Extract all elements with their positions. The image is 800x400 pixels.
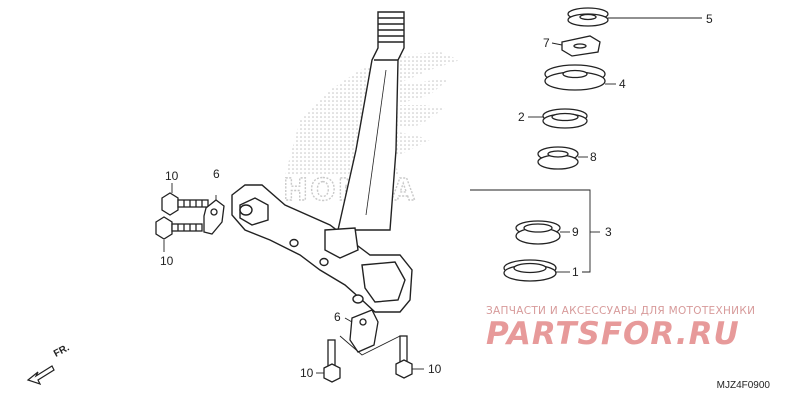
left-bolts	[155, 192, 225, 240]
callout-2: 2	[518, 110, 525, 124]
watermark-banner: ЗАПЧАСТИ И АКСЕССУАРЫ ДЛЯ МОТОТЕХНИКИ	[486, 305, 756, 317]
front-arrow-icon	[26, 365, 55, 386]
callout-10-upper-bolt: 10	[165, 169, 179, 183]
bearing-stack	[503, 7, 609, 282]
callout-5: 5	[706, 12, 713, 26]
callout-6-plate: 6	[334, 310, 341, 324]
callout-4: 4	[619, 77, 626, 91]
drawing-code: MJZ4F0900	[716, 380, 770, 391]
callout-10-bottom-right: 10	[428, 362, 442, 376]
steering-stem	[337, 11, 405, 231]
callout-1: 1	[572, 265, 579, 279]
bottom-bridge	[231, 184, 413, 313]
watermark-site: PARTSFOR.RU	[486, 316, 740, 352]
callout-7: 7	[543, 36, 550, 50]
callout-8: 8	[590, 150, 597, 164]
bottom-bolts	[323, 309, 413, 383]
callout-10-lower-bolt: 10	[160, 254, 174, 268]
callout-10-bottom-left: 10	[300, 366, 314, 380]
leader-lines	[163, 17, 702, 374]
callout-9: 9	[572, 225, 579, 239]
callout-3: 3	[605, 225, 612, 239]
callout-6-washer: 6	[213, 167, 220, 181]
